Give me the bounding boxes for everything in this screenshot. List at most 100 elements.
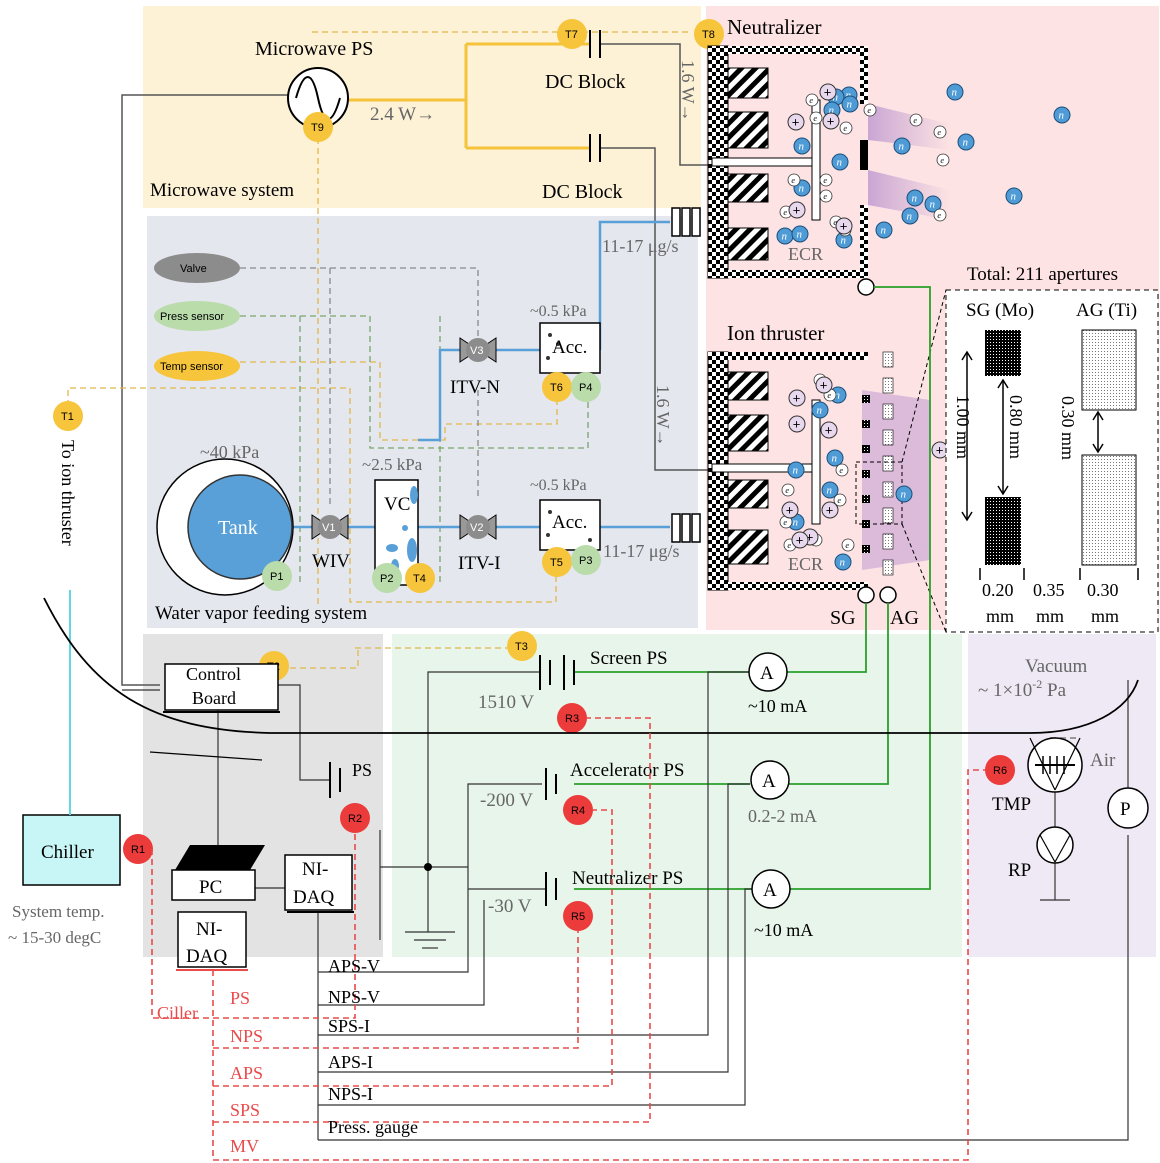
svg-text:+: + [826,503,834,518]
control-board-line2: Board [192,688,236,708]
relay-sps: SPS [230,1100,260,1120]
svg-text:n: n [797,229,803,241]
svg-text:R3: R3 [565,713,579,725]
svg-text:e: e [937,211,941,220]
neutral-particle: n [788,462,804,478]
neutral-particle: n [947,84,963,100]
svg-text:n: n [840,557,846,569]
electron-particle: e [864,104,876,116]
acc-bottom-label: Acc. [552,512,587,533]
ammeter-accel: A [751,761,789,799]
svg-text:e: e [940,156,944,165]
electron-particle: e [934,209,946,221]
ni-daq-2-line2: DAQ [186,946,227,967]
relay-ciller: Ciller [157,1003,198,1023]
acc-bottom-pressure: ~0.5 kPa [530,477,587,494]
rp-pump-icon [1037,827,1073,863]
itv-i-valve-icon: V2 [460,515,496,539]
svg-text:+: + [825,423,833,438]
microwave-system-label: Microwave system [150,180,294,201]
vacuum-label: Vacuum [1025,656,1087,677]
svg-text:n: n [1011,191,1017,203]
electron-particle: e [806,94,818,106]
sig-nps-v: NPS-V [328,987,380,1007]
ion-particle: + [789,416,805,432]
neutral-particle: n [832,154,848,170]
dim-3: 0.30 [1087,580,1119,600]
legend-press-sensor: Press sensor [154,301,240,331]
svg-text:+: + [824,85,832,100]
neutral-particle: n [777,228,793,244]
tmp-label: TMP [992,794,1031,815]
acc-top-pressure: ~0.5 kPa [530,303,587,320]
neutral-particle: n [827,450,843,466]
ion-thruster-title: Ion thruster [727,321,824,345]
microwave-power-label: 2.4 W→ [370,104,435,125]
sig-sps-i: SPS-I [328,1016,370,1036]
ion-particle: + [789,202,805,218]
svg-text:n: n [847,99,853,111]
dim-1: 0.20 [982,580,1014,600]
relay-mv: MV [230,1136,259,1156]
itv-n-valve-icon: V3 [460,338,496,362]
flow-top-label: 11-17 μg/s [602,236,678,256]
accel-ps-voltage: -200 V [480,790,533,811]
svg-text:n: n [832,453,838,465]
relay-r1: R1 [123,834,153,864]
tank-pressure: ~40 kPa [200,442,259,462]
svg-text:T5: T5 [550,557,563,569]
svg-text:+: + [827,114,835,129]
neutralizer-terminal [858,279,874,295]
sensor-t8: T8 [694,19,724,49]
electron-particle: e [782,484,794,496]
electron-particle: e [836,464,848,476]
svg-text:V1: V1 [322,522,335,534]
electron-particle: e [910,114,922,126]
ion-particle: + [789,390,805,406]
svg-text:R4: R4 [571,805,585,817]
svg-text:e: e [783,208,787,217]
tank-label: Tank [218,517,258,539]
electron-particle: e [934,126,946,138]
sg-material-label: SG (Mo) [966,300,1034,321]
svg-text:T8: T8 [702,29,715,41]
neutral-particle: n [835,554,851,570]
svg-text:e: e [787,541,791,550]
sig-aps-v: APS-V [328,956,380,976]
unit-2: mm [1036,606,1064,626]
system-temp-1: System temp. [12,902,105,921]
sensor-p3: P3 [571,545,601,575]
svg-text:P1: P1 [270,571,283,583]
pressure-gauge-icon: P [1108,788,1148,828]
electron-particle: e [788,174,800,186]
electron-particle: e [820,190,832,202]
svg-text:T9: T9 [311,122,324,134]
svg-text:R5: R5 [571,911,585,923]
sensor-t6: T6 [542,372,572,402]
svg-text:n: n [827,485,833,497]
sensor-p2: P2 [372,563,402,593]
neutral-particle: n [812,402,828,418]
svg-text:e: e [783,518,787,527]
svg-text:+: + [793,391,801,406]
svg-text:A: A [760,663,774,684]
sensor-p1: P1 [262,561,292,591]
itv-n-label: ITV-N [450,377,500,398]
svg-text:e: e [809,96,813,105]
svg-text:Press sensor: Press sensor [160,311,225,323]
svg-text:+: + [840,219,848,234]
screen-ps-voltage: 1510 V [478,692,534,713]
control-board-line1: Control [186,664,241,684]
svg-text:R2: R2 [348,813,362,825]
svg-text:n: n [912,193,918,205]
ps-label: PS [352,760,372,780]
svg-text:e: e [913,116,917,125]
svg-text:+: + [792,115,800,130]
svg-text:T6: T6 [550,382,563,394]
ag-material-label: AG (Ti) [1076,300,1137,321]
acc-top-label: Acc. [552,337,587,358]
neutral-particle: n [792,226,808,242]
relay-r2: R2 [340,803,370,833]
svg-text:n: n [817,405,823,417]
svg-text:e: e [867,106,871,115]
